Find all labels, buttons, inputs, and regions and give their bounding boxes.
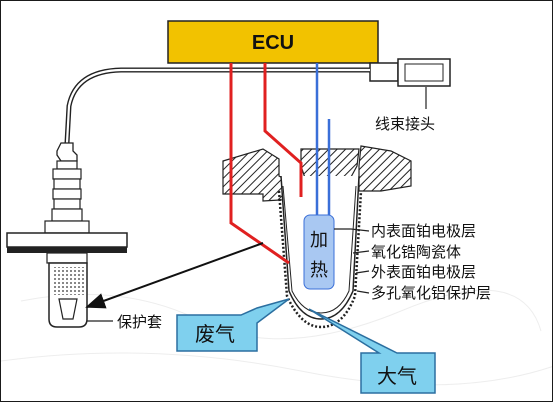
protective-sleeve-label: 保护套 — [117, 313, 162, 331]
atmosphere-callout-text: 大气 — [377, 364, 417, 388]
sensor-cable — [64, 67, 370, 144]
exhaust-callout: 废气 — [176, 298, 290, 352]
protective-sleeve — [46, 252, 88, 328]
harness-connector-label: 线束接头 — [375, 115, 435, 133]
exhaust-callout-text: 废气 — [195, 322, 235, 346]
layer-leaders — [334, 228, 370, 294]
mounting-flange — [6, 232, 128, 248]
zirconia-ceramic-label: 氧化锆陶瓷体 — [371, 243, 461, 261]
outer-electrode-label: 外表面铂电极层 — [371, 263, 476, 281]
heater-char-2: 热 — [310, 260, 328, 281]
alumina-layer-label: 多孔氧化铝保护层 — [371, 284, 491, 302]
atmosphere-callout: 大气 — [308, 308, 436, 394]
heater-char-1: 加 — [310, 230, 328, 251]
signal-wire-inner — [263, 63, 303, 197]
heater-element — [303, 214, 335, 290]
ecu-box — [167, 20, 379, 64]
inner-electrode-label: 内表面铂电极层 — [371, 222, 476, 240]
ecu-label: ECU — [252, 32, 294, 54]
signal-wire-outer — [229, 63, 290, 265]
sleeve-arrow — [85, 242, 264, 309]
harness-connector-icon — [369, 58, 451, 87]
sensor-body — [44, 142, 90, 234]
